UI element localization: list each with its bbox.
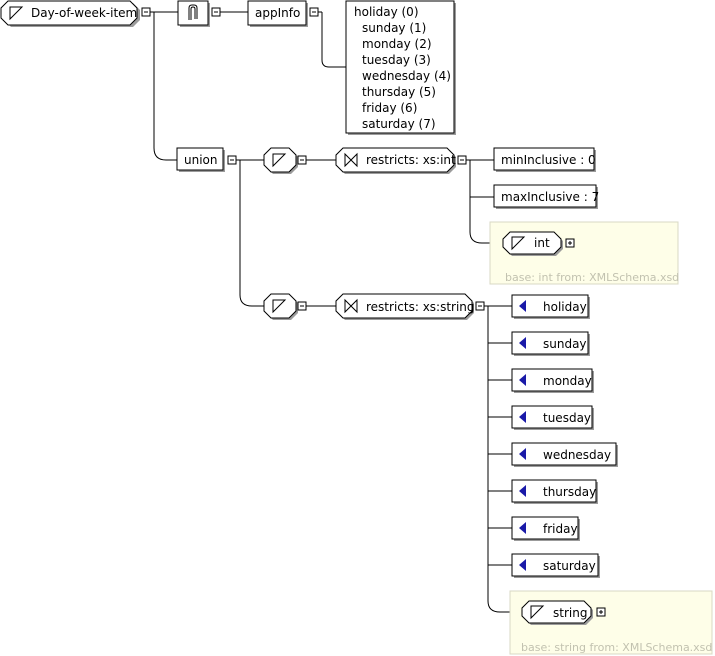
enum-label: wednesday (543, 448, 611, 462)
enumeration-icon (519, 411, 526, 423)
restriction-int-node[interactable]: restricts: xs:int (335, 147, 456, 174)
base-type-int-node[interactable]: int (502, 231, 563, 256)
facet-min-inclusive[interactable]: minInclusive : 0 (493, 147, 596, 172)
union-collapse-toggle[interactable] (227, 155, 237, 165)
facet-label: minInclusive : 0 (501, 153, 596, 167)
enum-holiday[interactable]: holiday (511, 294, 590, 319)
enumeration-icon (519, 448, 526, 460)
annotation-node[interactable] (177, 0, 210, 27)
appinfo-node[interactable]: appInfo (247, 0, 308, 27)
base-type-int-expand-toggle[interactable] (565, 238, 575, 248)
restriction-int-toggle[interactable] (457, 155, 467, 165)
appinfo-documentation: holiday (0) sunday (1) monday (2) tuesda… (345, 0, 456, 135)
doc-line: wednesday (4) (362, 69, 451, 83)
enumeration-icon (519, 337, 526, 349)
enum-label: monday (543, 374, 592, 388)
base-type-note: base: int from: XMLSchema.xsd (505, 271, 679, 284)
enum-saturday[interactable]: saturday (511, 553, 600, 578)
restriction-string-toggle[interactable] (475, 301, 485, 311)
enum-label: thursday (543, 485, 596, 499)
simple-type-icon (530, 605, 545, 620)
enumeration-icon (519, 559, 526, 571)
doc-line: thursday (5) (362, 85, 436, 99)
annotation-collapse-toggle[interactable] (211, 7, 221, 17)
enum-label: holiday (543, 300, 587, 314)
enum-thursday[interactable]: thursday (511, 479, 598, 504)
enum-sunday[interactable]: sunday (511, 331, 590, 356)
annotation-icon (188, 4, 198, 20)
enum-monday[interactable]: monday (511, 368, 594, 393)
simple-type-icon (9, 6, 24, 21)
base-type-string-label: string (553, 606, 587, 620)
enum-label: friday (543, 522, 578, 536)
simple-type-icon (511, 236, 526, 251)
restriction-icon (344, 152, 358, 168)
union-label: union (184, 153, 218, 167)
union-node[interactable]: union (176, 147, 225, 172)
union-member-int[interactable] (263, 147, 298, 174)
base-type-int-label: int (534, 236, 550, 250)
enum-label: sunday (543, 337, 587, 351)
doc-line: friday (6) (362, 101, 417, 115)
restriction-icon (344, 298, 358, 314)
restriction-string-node[interactable]: restricts: xs:string (335, 293, 475, 320)
union-member-string-toggle[interactable] (297, 301, 307, 311)
appinfo-collapse-toggle[interactable] (309, 7, 319, 17)
simple-type-icon (272, 153, 287, 168)
facet-label: maxInclusive : 7 (501, 190, 599, 204)
base-type-string-expand-toggle[interactable] (596, 607, 606, 617)
doc-line: holiday (0) (354, 5, 419, 19)
enumeration-icon (519, 485, 526, 497)
enum-wednesday[interactable]: wednesday (511, 442, 618, 467)
enum-tuesday[interactable]: tuesday (511, 405, 594, 430)
connectors (150, 11, 522, 613)
root-type-node[interactable]: Day-of-week-item (0, 0, 140, 27)
enum-label: tuesday (543, 411, 591, 425)
base-type-note: base: string from: XMLSchema.xsd (521, 641, 712, 654)
restriction-string-label: restricts: xs:string (366, 300, 475, 314)
enum-label: saturday (543, 559, 596, 573)
doc-line: sunday (1) (362, 21, 426, 35)
restriction-int-label: restricts: xs:int (366, 153, 456, 167)
doc-line: monday (2) (362, 37, 432, 51)
appinfo-label: appInfo (255, 6, 300, 20)
union-member-int-toggle[interactable] (297, 155, 307, 165)
doc-line: tuesday (3) (362, 53, 431, 67)
enumeration-icon (519, 374, 526, 386)
root-type-label: Day-of-week-item (31, 6, 137, 20)
enumeration-icon (519, 522, 526, 534)
enumeration-icon (519, 300, 526, 312)
enum-friday[interactable]: friday (511, 516, 580, 541)
root-collapse-toggle[interactable] (141, 7, 151, 17)
base-type-string-node[interactable]: string (521, 600, 593, 625)
facet-max-inclusive[interactable]: maxInclusive : 7 (493, 184, 599, 209)
union-member-string[interactable] (263, 293, 298, 320)
doc-line: saturday (7) (362, 117, 436, 131)
simple-type-icon (272, 299, 287, 314)
